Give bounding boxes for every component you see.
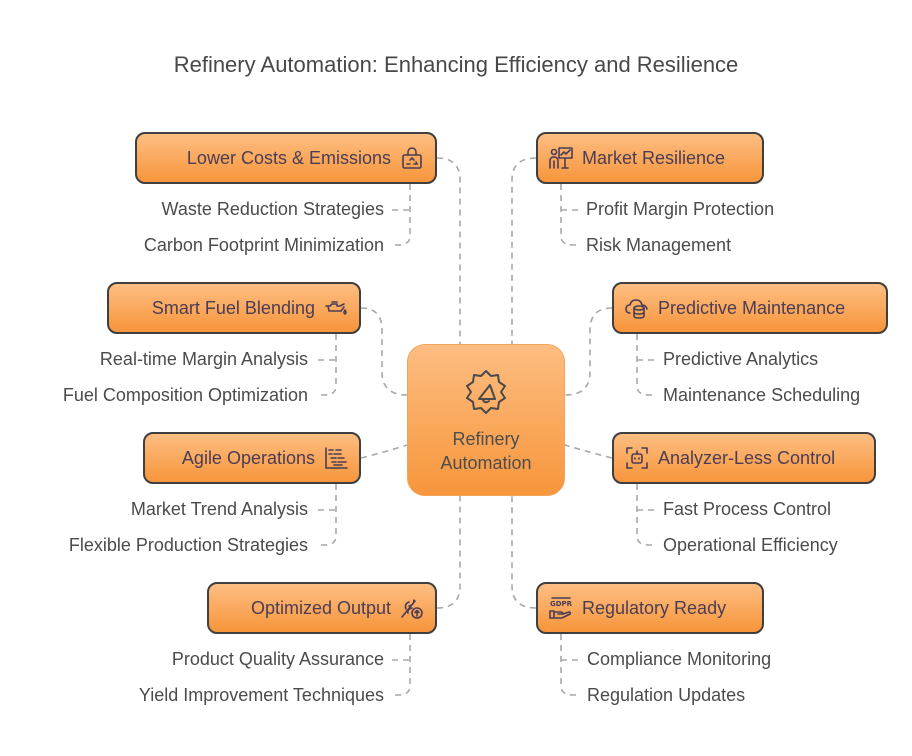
connector-agile — [360, 444, 408, 459]
branch-lower-costs-emissions[interactable]: Lower Costs & Emissions — [135, 132, 437, 184]
sub-item: Regulation Updates — [587, 685, 746, 705]
branch-label: Analyzer-Less Control — [658, 447, 836, 468]
bracket-predictive — [636, 334, 655, 396]
svg-text:GDPR: GDPR — [550, 600, 573, 608]
robot-scan-icon — [624, 445, 650, 471]
sub-item: Maintenance Scheduling — [663, 385, 861, 405]
sub-item: Profit Margin Protection — [586, 199, 775, 219]
gdpr-hand-icon: GDPR — [548, 595, 574, 621]
center-label-line1: Refinery — [452, 429, 520, 449]
sub-item: Risk Management — [586, 235, 732, 255]
bracket-lower-costs — [392, 184, 411, 246]
connector-smart-fuel — [360, 307, 408, 396]
diagram-title: Refinery Automation: Enhancing Efficienc… — [173, 52, 739, 77]
center-label-line2: Automation — [440, 453, 532, 473]
branch-analyzer-less-control[interactable]: Analyzer-Less Control — [612, 432, 876, 484]
bracket-agile — [318, 484, 337, 546]
connector-market — [511, 157, 537, 344]
sub-item: Market Trend Analysis — [130, 499, 308, 519]
branch-regulatory-ready[interactable]: GDPR Regulatory Ready — [536, 582, 764, 634]
gear-megaphone-icon — [458, 365, 514, 427]
center-node[interactable]: Refinery Automation — [407, 344, 565, 496]
branch-smart-fuel-blending[interactable]: Smart Fuel Blending — [107, 282, 361, 334]
branch-label: Optimized Output — [250, 597, 391, 618]
sub-item: Predictive Analytics — [663, 349, 819, 369]
bracket-optimized — [392, 634, 411, 696]
branch-predictive-maintenance[interactable]: Predictive Maintenance — [612, 282, 888, 334]
branch-market-resilience[interactable]: Market Resilience — [536, 132, 764, 184]
branch-label: Smart Fuel Blending — [151, 297, 315, 318]
gantt-chart-icon — [323, 445, 349, 471]
sub-item: Real-time Margin Analysis — [99, 349, 308, 369]
branch-label: Agile Operations — [181, 447, 315, 468]
bracket-smart-fuel — [318, 334, 337, 396]
branch-label: Regulatory Ready — [582, 597, 727, 618]
branch-label: Lower Costs & Emissions — [186, 147, 391, 168]
oil-can-icon — [323, 295, 349, 321]
sub-item: Waste Reduction Strategies — [161, 199, 384, 219]
connector-regulatory — [511, 496, 537, 609]
connector-optimized — [436, 496, 461, 609]
sub-item: Operational Efficiency — [663, 535, 838, 555]
connector-predictive — [564, 307, 613, 396]
bracket-analyzer — [636, 484, 655, 546]
sub-item: Flexible Production Strategies — [68, 535, 308, 555]
sub-item: Compliance Monitoring — [587, 649, 772, 669]
sub-item: Fuel Composition Optimization — [62, 385, 308, 405]
cloud-database-icon — [624, 295, 650, 321]
sub-item: Product Quality Assurance — [171, 649, 384, 669]
branch-label: Market Resilience — [582, 147, 726, 168]
sub-item: Fast Process Control — [663, 499, 832, 519]
sub-item: Carbon Footprint Minimization — [143, 235, 384, 255]
wheat-arrow-up-icon — [399, 595, 425, 621]
branch-optimized-output[interactable]: Optimized Output — [207, 582, 437, 634]
connector-lower-costs — [436, 157, 461, 344]
sub-item: Yield Improvement Techniques — [138, 685, 384, 705]
presenter-chart-icon — [548, 145, 574, 171]
bracket-market — [560, 184, 579, 246]
connector-analyzer — [564, 444, 613, 459]
branch-label: Predictive Maintenance — [658, 297, 846, 318]
bracket-regulatory — [560, 634, 579, 696]
branch-agile-operations[interactable]: Agile Operations — [143, 432, 361, 484]
recycle-bag-icon — [399, 145, 425, 171]
